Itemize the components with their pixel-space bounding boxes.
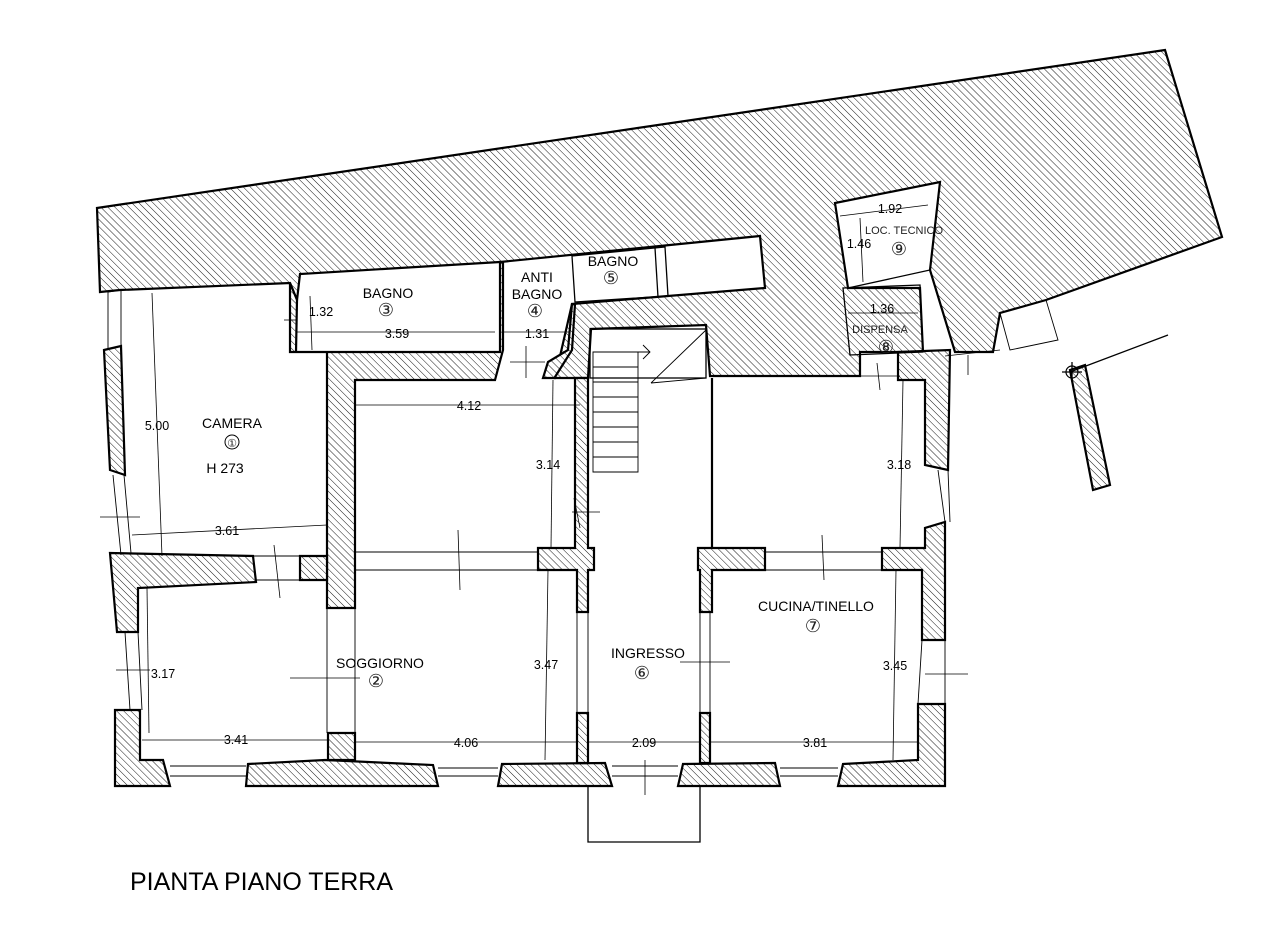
room-camera-name: CAMERA (202, 415, 263, 431)
west-wall-mid (108, 551, 258, 634)
west-wall-upper (102, 344, 127, 477)
dim-bagno3-w: 3.59 (385, 327, 409, 341)
room-soggiorno-name: SOGGIORNO (336, 655, 424, 671)
south-wall-2 (496, 761, 614, 788)
dim-soggiorno-h: 3.47 (534, 658, 558, 672)
loc-tecnico-outline (834, 181, 941, 289)
south-wall-3 (676, 761, 782, 788)
room-antibagno-number: ④ (527, 301, 543, 321)
south-wall-4 (836, 702, 947, 788)
wall-ingresso-right (696, 378, 767, 614)
wall-ingresso-left (536, 376, 596, 614)
room-antibagno-name: ANTI (521, 269, 553, 285)
wall-camera-soggiorno (298, 554, 329, 582)
room-dispensa-number: ⑧ (878, 337, 894, 357)
dim-sw-w: 3.41 (224, 733, 248, 747)
room-camera-number: ① (227, 438, 237, 450)
wall-ingresso-left-low (575, 711, 590, 765)
room-bagno5-name: BAGNO (588, 253, 639, 269)
room-bagno3-name: BAGNO (363, 285, 414, 301)
dim-cucina-w: 3.81 (803, 736, 827, 750)
room-bagno5-number: ⑤ (603, 268, 619, 288)
room-soggiorno-number: ② (368, 671, 384, 691)
dim-ingresso-w: 2.09 (632, 736, 656, 750)
wall-antibagno-stub (541, 302, 577, 380)
bagno5-storage (571, 246, 669, 303)
west-wall-lower (113, 708, 172, 788)
dim-cucina-h: 3.45 (883, 659, 907, 673)
dim-dispensa-w: 1.36 (870, 302, 894, 316)
dim-center-w: 4.12 (457, 399, 481, 413)
room-ingresso-name: INGRESSO (611, 645, 685, 661)
dim-camera-w: 3.61 (215, 524, 239, 538)
wall-cucina-east-mid (880, 520, 947, 642)
bagno5-divider (654, 247, 659, 298)
room-antibagno-name2: BAGNO (512, 286, 563, 302)
plan-title: PIANTA PIANO TERRA (130, 868, 393, 896)
rear-wall-mass (95, 48, 1224, 380)
room-ingresso-number: ⑥ (634, 663, 650, 683)
south-wall-1 (244, 758, 440, 788)
room-loc-tecnico-number: ⑨ (891, 239, 907, 259)
dim-soggiorno-w: 4.06 (454, 736, 478, 750)
dim-loc-h: 1.46 (847, 237, 871, 251)
dimension-lines (100, 204, 1001, 795)
wall-soggiorno-left-post (326, 731, 357, 762)
wall-ingresso-right-low (698, 711, 712, 765)
dim-right-h: 3.18 (887, 458, 911, 472)
dim-sw-h: 3.17 (151, 667, 175, 681)
wall-camera-bath (288, 260, 505, 610)
room-loc-tecnico-name: LOC. TECNICO (865, 225, 943, 237)
stair (589, 328, 707, 473)
room-dispensa-name: DISPENSA (852, 324, 908, 336)
room-cucina-name: CUCINA/TINELLO (758, 598, 874, 614)
dim-loc-w: 1.92 (878, 202, 902, 216)
dim-antibagno-w: 1.31 (525, 327, 549, 341)
room-cucina-number: ⑦ (805, 616, 821, 636)
room-camera-height: H 273 (206, 460, 244, 476)
dispensa-outline (842, 284, 924, 356)
dim-camera-h: 5.00 (145, 419, 169, 433)
wall-cucina-east-upper (896, 348, 952, 472)
openings (107, 289, 1169, 843)
dim-center-h: 3.14 (536, 458, 560, 472)
dimension-labels: 5.00 3.61 1.32 3.59 1.31 4.12 3.14 3.18 … (145, 202, 911, 750)
room-labels: CAMERA ① H 273 SOGGIORNO ② BAGNO ③ ANTI … (202, 225, 943, 691)
dim-bagno3-h: 1.32 (309, 305, 333, 319)
room-bagno3-number: ③ (378, 300, 394, 320)
